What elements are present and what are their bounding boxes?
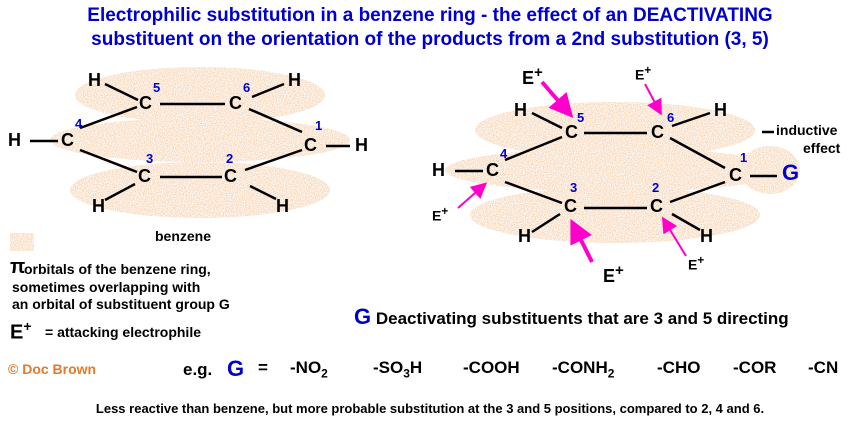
right-position-4: 4	[500, 146, 508, 161]
left-hydrogen-2: H	[276, 196, 289, 216]
left-hydrogen-6: H	[288, 70, 301, 90]
right-position-2: 2	[652, 180, 660, 195]
right-carbon-3: C	[564, 196, 577, 216]
example-amide: -CONH2	[552, 358, 615, 381]
right-carbon-5: C	[565, 122, 578, 142]
example-carboxylic: -COOH	[463, 358, 520, 377]
right-position-3: 3	[570, 180, 578, 195]
pi-text-line-3: an orbital of substituent group G	[12, 296, 230, 312]
example-nitro: -NO2	[290, 358, 328, 381]
left-carbon-4: C	[61, 130, 74, 150]
left-carbon-6: C	[229, 93, 242, 113]
left-position-1: 1	[315, 118, 323, 133]
examples-g: G	[227, 356, 245, 381]
right-position-5: 5	[577, 110, 585, 125]
left-position-4: 4	[75, 116, 83, 131]
examples-equals: =	[258, 358, 268, 377]
inductive-label: inductive	[776, 122, 838, 138]
left-carbon-3: C	[138, 166, 151, 186]
left-hydrogen-4: H	[8, 130, 21, 150]
left-hydrogen-1: H	[355, 135, 368, 155]
electrophile-top-right: E+	[635, 64, 652, 83]
right-hydrogen-5: H	[514, 100, 527, 120]
legend-electrophile-symbol: E+	[10, 318, 32, 344]
legend-electrophile-text: = attacking electrophile	[45, 324, 201, 340]
left-hydrogen-5: H	[88, 70, 101, 90]
title-line-2: substituent on the orientation of the pr…	[91, 29, 769, 50]
example-aldehyde: -CHO	[657, 358, 701, 377]
right-position-6: 6	[667, 110, 675, 125]
right-hydrogen-3: H	[518, 226, 531, 246]
left-carbon-1: C	[304, 135, 317, 155]
left-position-6: 6	[243, 80, 251, 95]
pi-text-line-2: sometimes overlapping with	[12, 279, 201, 295]
electrophile-top-left: E+	[522, 64, 543, 88]
effect-label: effect	[803, 140, 841, 156]
footer-note: Less reactive than benzene, but more pro…	[95, 401, 765, 416]
substituent-g: G	[782, 160, 800, 185]
left-carbon-2: C	[224, 166, 237, 186]
deactivating-heading: G Deactivating substituents that are 3 a…	[354, 304, 789, 330]
electrophile-bottom-right: E+	[688, 254, 705, 273]
electrophile-arrows	[457, 80, 687, 263]
right-benzene-bonds	[455, 111, 777, 234]
deactivating-text: Deactivating substituents that are 3 and…	[375, 309, 789, 328]
right-carbon-4: C	[486, 160, 499, 180]
right-carbon-1: C	[729, 165, 742, 185]
left-carbon-5: C	[139, 93, 152, 113]
pi-orbital-swatch	[10, 233, 34, 251]
right-carbon-2: C	[650, 196, 663, 216]
left-pi-orbital-clouds	[50, 67, 350, 218]
left-hydrogen-3: H	[92, 196, 105, 216]
right-hydrogen-4: H	[432, 160, 445, 180]
example-sulfonic: -SO3H	[373, 358, 423, 381]
electrophile-left: E+	[432, 205, 449, 224]
right-hydrogen-6: H	[714, 100, 727, 120]
pi-symbol: π	[10, 256, 26, 278]
pi-text-line-1: orbitals of the benzene ring,	[24, 261, 211, 277]
benzene-label: benzene	[155, 228, 212, 244]
title-line-1: Electrophilic substitution in a benzene …	[87, 5, 773, 26]
left-benzene-bonds	[30, 82, 350, 202]
electrophile-bottom-center: E+	[603, 262, 624, 286]
deactivating-g: G	[354, 304, 372, 329]
right-position-1: 1	[740, 150, 748, 165]
left-position-5: 5	[153, 80, 161, 95]
example-ketone: -COR	[733, 358, 777, 377]
right-carbon-6: C	[651, 122, 664, 142]
left-position-3: 3	[146, 151, 154, 166]
left-position-2: 2	[226, 151, 234, 166]
right-hydrogen-2: H	[700, 226, 713, 246]
credit-doc-brown: © Doc Brown	[8, 361, 97, 377]
eg-label: e.g.	[183, 360, 213, 379]
example-nitrile: -CN	[808, 358, 839, 377]
